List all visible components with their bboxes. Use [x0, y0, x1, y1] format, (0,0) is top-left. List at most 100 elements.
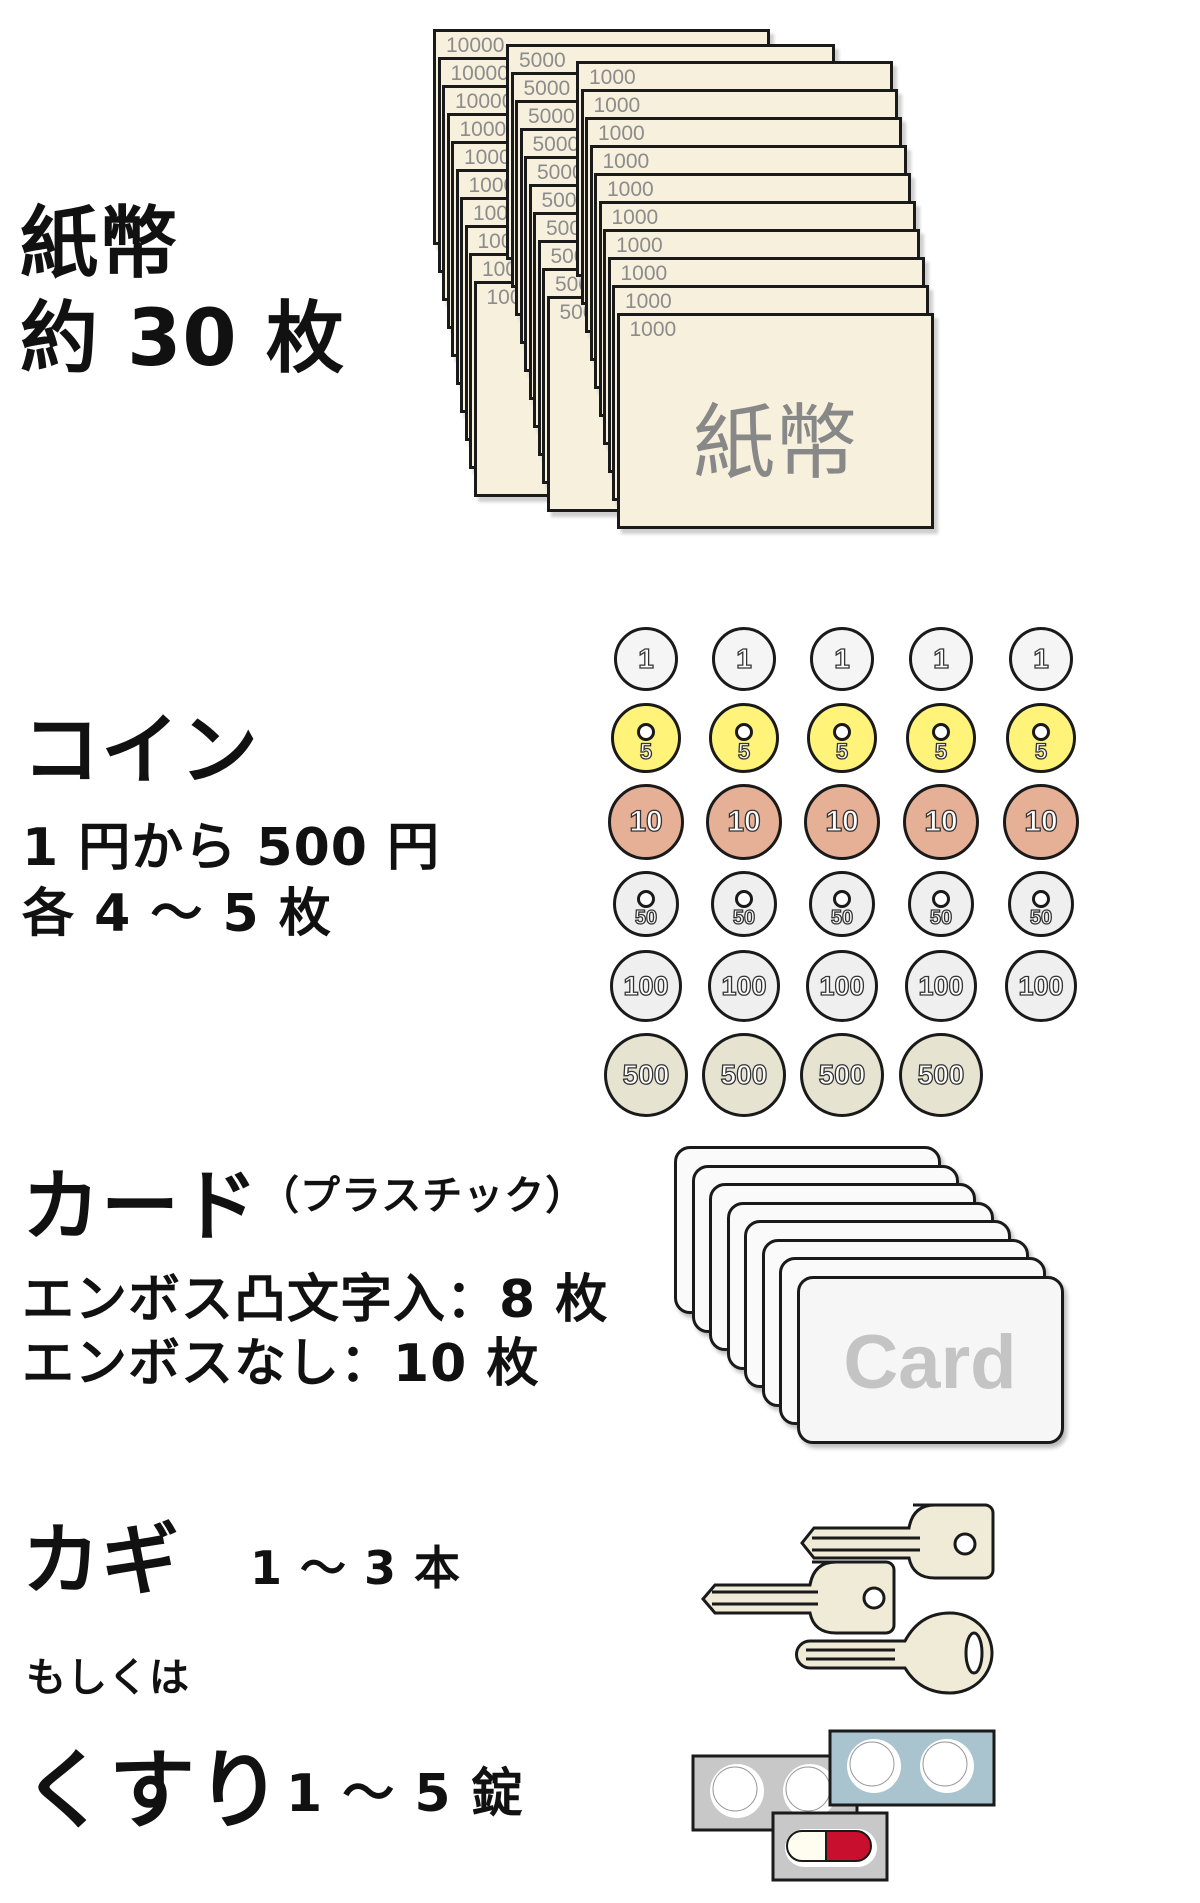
coin-value: 10 [825, 805, 860, 838]
blister-pack-blue [828, 1729, 996, 1807]
coin-hole [735, 723, 753, 741]
coin-5-yen: 5 [709, 703, 779, 773]
keys-heading: カギ [22, 1516, 181, 1606]
coin-value: 1 [834, 643, 851, 674]
banknote-denomination: 1000 [625, 290, 672, 313]
banknote-front-label: 紙幣 [692, 396, 857, 491]
coin-5-yen: 5 [611, 703, 681, 773]
coin-value: 10 [727, 805, 762, 838]
coin-50-yen: 50 [613, 871, 679, 937]
cards-subheading: （プラスチック） [259, 1173, 587, 1219]
coin-value: 5 [639, 739, 653, 764]
coin-100-yen: 100 [1005, 950, 1077, 1022]
medicine-heading: くすり [22, 1741, 283, 1841]
coin-value: 50 [732, 907, 756, 929]
banknote-denomination: 5000 [519, 49, 566, 72]
banknote-denomination: 10000 [459, 118, 518, 141]
coin-50-yen: 50 [1008, 871, 1074, 937]
keys-count: 1 ～ 3 本 [250, 1541, 462, 1595]
banknote-denomination: 1000 [589, 66, 636, 89]
coin-1-yen: 1 [909, 627, 973, 691]
coin-value: 100 [623, 970, 669, 1001]
cards-not-embossed: エンボスなし：10 枚 [22, 1334, 540, 1394]
coin-hole [637, 890, 655, 908]
coin-value: 10 [924, 805, 959, 838]
coin-10-yen: 10 [804, 784, 880, 860]
coin-10-yen: 10 [1003, 784, 1079, 860]
coin-value: 1 [1033, 643, 1050, 674]
or-text: もしくは [26, 1655, 190, 1701]
coin-value: 5 [1034, 739, 1048, 764]
coin-10-yen: 10 [903, 784, 979, 860]
banknote-denomination: 1000 [598, 122, 645, 145]
coin-50-yen: 50 [711, 871, 777, 937]
coins-range: 1 円から 500 円 [22, 818, 441, 878]
coins-heading: コイン [22, 706, 260, 796]
cards-heading-text: カード [22, 1162, 260, 1252]
banknotes-count: 約 30 枚 [20, 294, 345, 384]
coin-value: 500 [622, 1059, 670, 1090]
coin-500-yen: 500 [604, 1033, 688, 1117]
coin-value: 5 [835, 739, 849, 764]
coin-1-yen: 1 [614, 627, 678, 691]
banknote-denomination: 1000 [620, 262, 668, 285]
coin-value: 50 [634, 907, 658, 929]
banknote-denomination: 1000 [607, 178, 654, 201]
coin-50-yen: 50 [908, 871, 974, 937]
coin-value: 100 [721, 970, 767, 1001]
coin-1-yen: 1 [810, 627, 874, 691]
coin-value: 500 [720, 1059, 768, 1090]
coin-value: 50 [929, 907, 953, 929]
coin-100-yen: 100 [806, 950, 878, 1022]
coin-100-yen: 100 [610, 950, 682, 1022]
banknote-denomination: 5000 [528, 105, 575, 128]
coin-value: 100 [819, 970, 865, 1001]
coin-5-yen: 5 [906, 703, 976, 773]
coin-value: 50 [1029, 907, 1053, 929]
banknote-denomination: 10000 [455, 90, 514, 113]
key-icon [795, 1611, 994, 1695]
coin-10-yen: 10 [608, 784, 684, 860]
coin-hole [637, 723, 655, 741]
coin-500-yen: 500 [702, 1033, 786, 1117]
coin-100-yen: 100 [905, 950, 977, 1022]
coin-1-yen: 1 [1009, 627, 1073, 691]
coin-value: 5 [934, 739, 948, 764]
banknote-denomination: 1000 [616, 234, 663, 257]
banknote-denomination: 1000 [602, 150, 650, 173]
coin-1-yen: 1 [712, 627, 776, 691]
capsule-icon [786, 1830, 872, 1862]
coin-value: 1 [638, 643, 655, 674]
coin-hole [932, 723, 950, 741]
banknote-denomination: 1000 [611, 206, 659, 229]
key-icon [701, 1560, 896, 1635]
coin-value: 10 [1024, 805, 1059, 838]
banknote-denomination: 5000 [537, 161, 584, 184]
coin-value: 500 [917, 1059, 965, 1090]
medicine-count: 1 ～ 5 錠 [286, 1764, 524, 1824]
banknotes-heading: 紙幣 [20, 199, 179, 289]
coin-5-yen: 5 [1006, 703, 1076, 773]
coin-5-yen: 5 [807, 703, 877, 773]
coin-value: 10 [629, 805, 664, 838]
coin-hole [1032, 723, 1050, 741]
coins-count: 各 4 ～ 5 枚 [22, 884, 332, 944]
coin-100-yen: 100 [708, 950, 780, 1022]
card-label: Card [843, 1319, 1017, 1405]
coin-value: 1 [736, 643, 753, 674]
key-icon [800, 1503, 995, 1580]
banknote-denomination: 1000 [593, 94, 641, 117]
coin-500-yen: 500 [800, 1033, 884, 1117]
plastic-card: Card [796, 1275, 1064, 1444]
coin-hole [833, 723, 851, 741]
banknote-denomination: 10000 [450, 62, 509, 85]
banknote-denomination: 5000 [523, 77, 571, 100]
coin-value: 50 [830, 907, 854, 929]
coin-value: 100 [1018, 970, 1064, 1001]
coin-value: 500 [818, 1059, 866, 1090]
coin-hole [833, 890, 851, 908]
coin-10-yen: 10 [706, 784, 782, 860]
